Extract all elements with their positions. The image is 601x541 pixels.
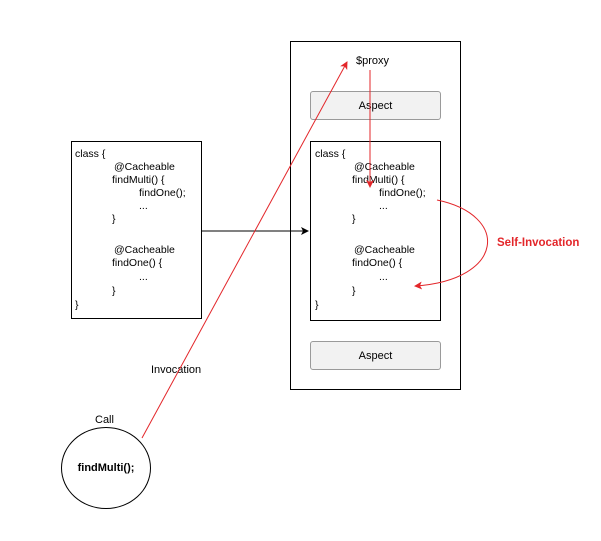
caller-ellipse: findMulti(); (61, 427, 151, 509)
inner-class-line: class { (315, 148, 346, 160)
aspect-box-top: Aspect (310, 91, 441, 120)
invocation-label: Invocation (150, 364, 203, 376)
inner-class-line: } (315, 299, 319, 311)
inner-class-line: } (352, 213, 356, 225)
inner-class-line: findOne(); (379, 187, 426, 199)
caller-text: findMulti(); (77, 462, 135, 474)
inner-class-line: findOne() { (352, 257, 403, 269)
left-class-line: } (75, 299, 79, 311)
inner-class-line: @Cacheable (354, 161, 415, 173)
left-class-line: findOne() { (112, 257, 163, 269)
self-invocation-label: Self-Invocation (497, 237, 580, 249)
call-label: Call (95, 414, 114, 426)
invocation-arrow (141, 61, 348, 439)
left-class-line: ... (139, 200, 148, 212)
inner-class-line: ... (379, 200, 388, 212)
inner-class-line: ... (379, 271, 388, 283)
left-class-line: @Cacheable (114, 161, 175, 173)
left-class-line: class { (75, 148, 106, 160)
inner-class-box (310, 141, 441, 321)
left-class-line: ... (139, 271, 148, 283)
aspect-top-label: Aspect (358, 99, 393, 112)
left-class-line: } (112, 285, 116, 297)
inner-class-line: } (352, 285, 356, 297)
inner-class-line: @Cacheable (354, 244, 415, 256)
left-class-line: @Cacheable (114, 244, 175, 256)
proxy-label: $proxy (356, 55, 390, 67)
left-class-line: } (112, 213, 116, 225)
self-invocation-arrow (414, 199, 488, 290)
left-class-line: findMulti() { (112, 174, 165, 186)
aspect-bottom-label: Aspect (358, 349, 393, 362)
left-class-box (71, 141, 202, 319)
inner-class-line: findMulti() { (352, 174, 405, 186)
left-class-line: findOne(); (139, 187, 186, 199)
aspect-box-bottom: Aspect (310, 341, 441, 370)
